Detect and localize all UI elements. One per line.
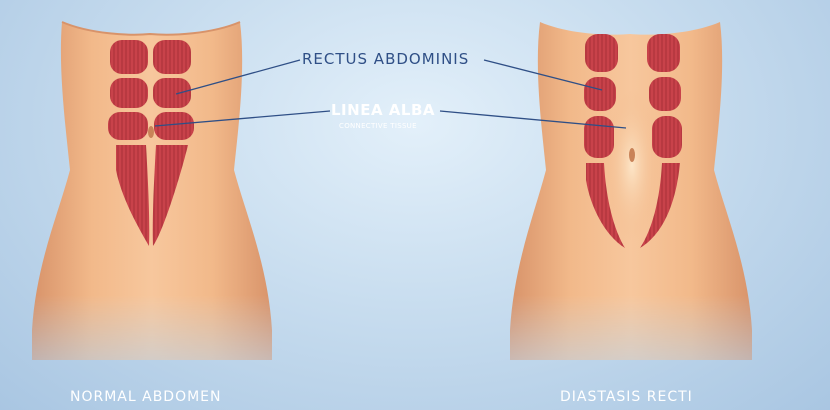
diastasis-torso [510,22,752,360]
normal-rectus-muscles [108,40,194,246]
connective-tissue-sublabel: CONNECTIVE TISSUE [339,122,417,130]
normal-abdomen-torso [32,21,272,360]
rectus-leader-left [175,59,301,95]
linea-leader-right [439,110,627,129]
rectus-leader-right [483,59,603,91]
linea-leader-left [154,110,331,127]
diastasis-rectus-muscles [584,34,682,248]
rectus-abdominis-label: RECTUS ABDOMINIS [302,50,470,68]
diastasis-recti-caption: DIASTASIS RECTI [560,389,693,405]
normal-abdomen-caption: NORMAL ABDOMEN [70,389,222,405]
leader-lines [154,59,627,129]
linea-alba-label: LINEA ALBA [331,101,435,119]
